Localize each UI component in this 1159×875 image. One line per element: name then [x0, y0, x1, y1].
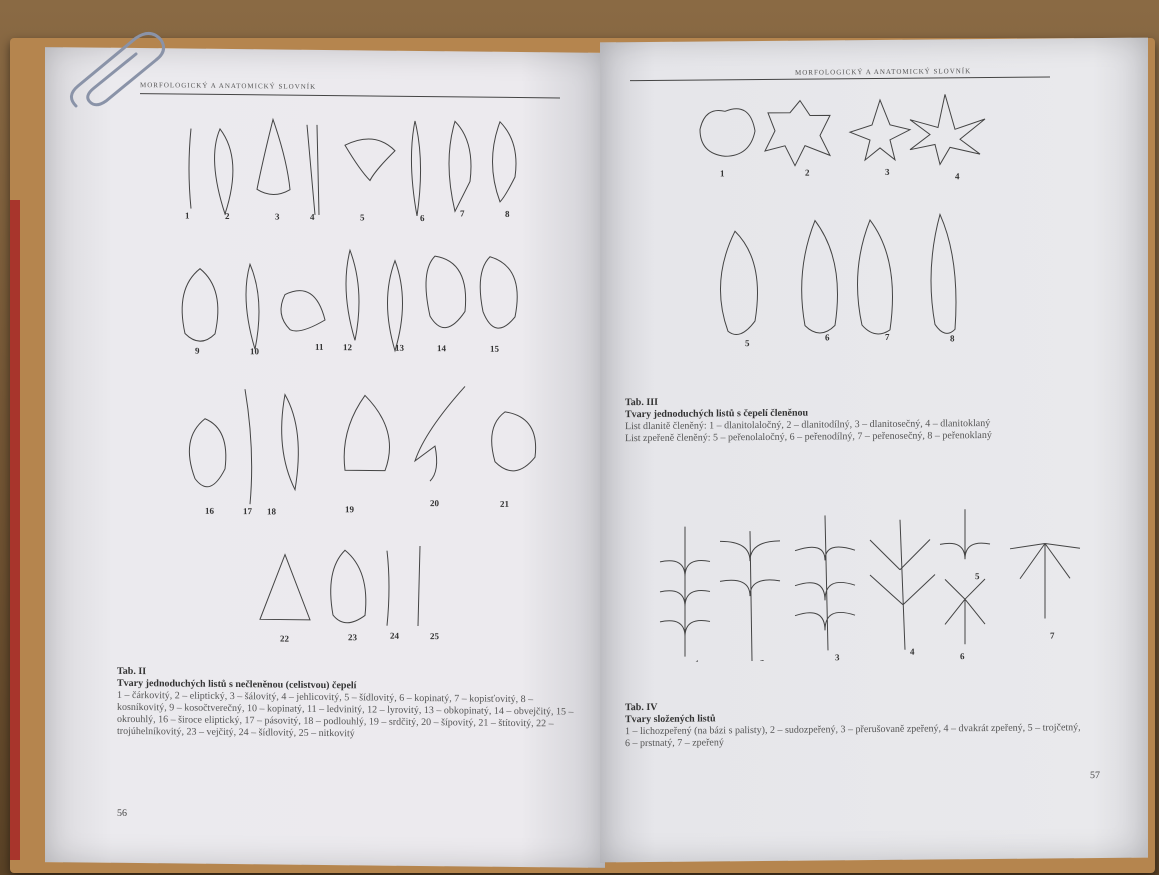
leaf-label-8: 8	[505, 209, 510, 219]
tab-iv-body: 1 – lichozpeřený (na bázi s palisty), 2 …	[625, 722, 1085, 750]
right-top-label-2: 2	[805, 168, 810, 178]
leaf-label-6: 6	[420, 213, 425, 223]
right-page-number: 57	[1090, 770, 1100, 781]
leaf-label-14: 14	[437, 343, 446, 353]
leaf-label-24: 24	[390, 631, 399, 641]
right-mid-label-5: 5	[745, 338, 750, 348]
tab-iii-caption: Tab. III Tvary jednoduchých listů s čepe…	[625, 393, 1085, 445]
leaf-label-25: 25	[430, 631, 439, 641]
leaf-label-19: 19	[345, 504, 354, 514]
right-bottom-label-7: 7	[1050, 630, 1055, 640]
tab-ii-body: 1 – čárkovitý, 2 – eliptický, 3 – šálovi…	[117, 690, 577, 743]
tab-ii-caption: Tab. II Tvary jednoduchých listů s nečle…	[117, 666, 577, 743]
leaf-label-15: 15	[490, 344, 499, 354]
right-bottom-label-6: 6	[960, 651, 965, 661]
leaf-label-1: 1	[185, 211, 190, 221]
right-bottom-label-3: 3	[835, 652, 840, 662]
leaf-label-17: 17	[243, 506, 252, 516]
leaf-label-7: 7	[460, 208, 465, 218]
left-page: MORFOLOGICKÝ A ANATOMICKÝ SLOVNÍK	[45, 47, 605, 868]
leaf-label-10: 10	[250, 346, 259, 356]
right-bottom-label-2: 2	[760, 658, 765, 662]
leaf-label-20: 20	[430, 498, 439, 508]
leaf-label-9: 9	[195, 346, 200, 356]
right-page: MORFOLOGICKÝ A ANATOMICKÝ SLOVNÍK	[600, 38, 1148, 863]
right-bottom-label-1: 1	[695, 659, 700, 663]
leaf-label-13: 13	[395, 343, 404, 353]
leaf-label-2: 2	[225, 211, 230, 221]
right-mid-label-6: 6	[825, 332, 830, 342]
cover-spine-edge	[10, 200, 20, 860]
leaf-shapes-figure-right: 1 2 3 4 5 6 7 8 1 2 3 4 5 6 7	[600, 38, 1148, 663]
leaf-label-18: 18	[267, 506, 276, 516]
tab-iv-caption: Tab. IV Tvary složených listů 1 – lichoz…	[625, 698, 1085, 750]
leaf-label-23: 23	[348, 632, 357, 642]
right-mid-label-8: 8	[950, 333, 955, 343]
right-bottom-label-5: 5	[975, 571, 980, 581]
right-top-label-4: 4	[955, 171, 960, 181]
leaf-label-5: 5	[360, 212, 365, 222]
leaf-label-11: 11	[315, 342, 324, 352]
leaf-label-21: 21	[500, 499, 509, 509]
paper-clip-icon	[66, 26, 176, 126]
leaf-label-12: 12	[343, 342, 352, 352]
right-top-label-1: 1	[720, 168, 725, 178]
right-top-label-3: 3	[885, 167, 890, 177]
leaf-label-22: 22	[280, 634, 289, 644]
right-mid-label-7: 7	[885, 332, 890, 342]
leaf-shapes-figure-left: 1 2 3 4 5 6 7 8 9 10 11 12 13 14 15 16 1…	[45, 47, 605, 693]
right-bottom-label-4: 4	[910, 647, 915, 657]
leaf-label-16: 16	[205, 506, 214, 516]
left-page-number: 56	[117, 808, 127, 819]
leaf-label-3: 3	[275, 211, 280, 221]
leaf-label-4: 4	[310, 212, 315, 222]
